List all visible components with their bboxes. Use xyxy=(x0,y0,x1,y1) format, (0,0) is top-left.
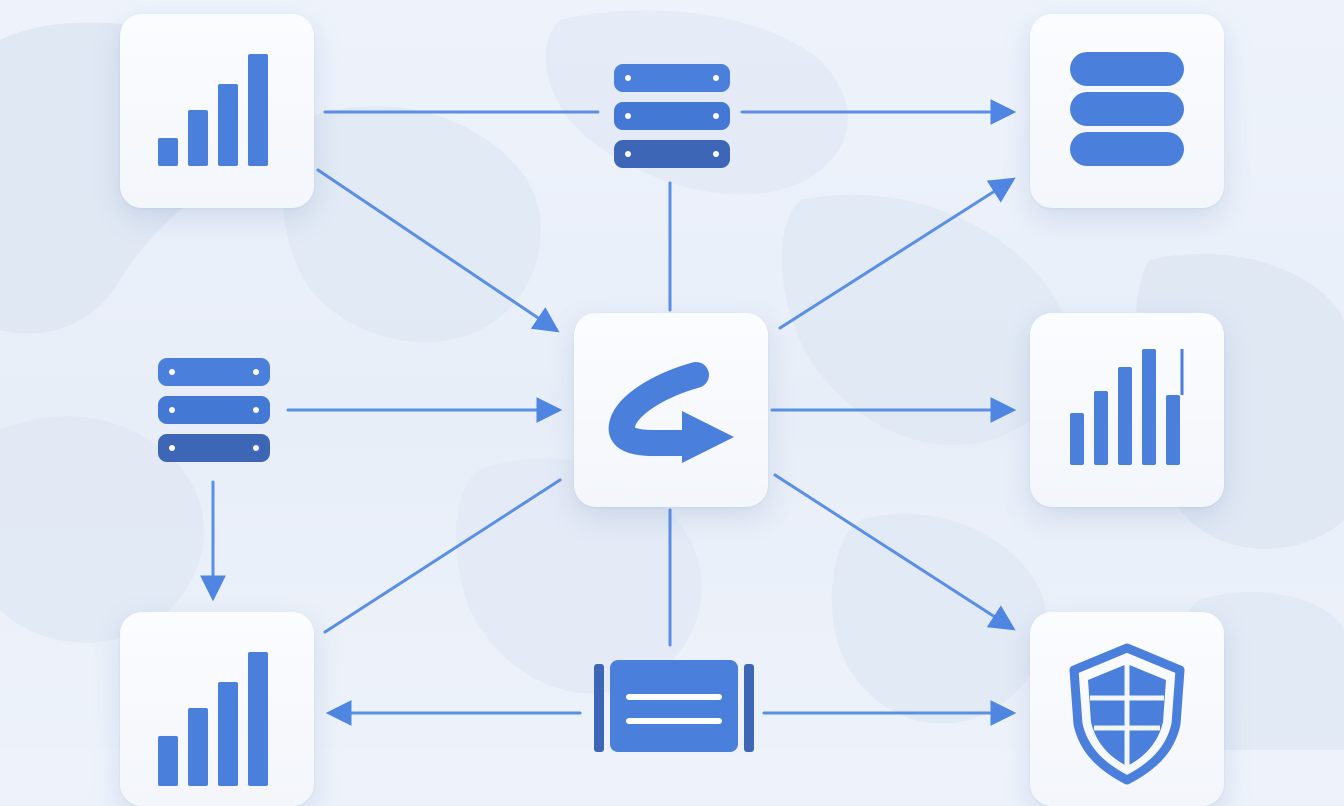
node-signal-card-bottom[interactable] xyxy=(120,612,314,806)
edge-n7-n5 xyxy=(323,478,562,634)
signal-bars-icon xyxy=(158,54,268,166)
connector-layer xyxy=(200,99,1017,726)
edge-n1-n5 xyxy=(316,168,560,333)
node-signal-card[interactable] xyxy=(120,14,314,208)
bar-chart-icon xyxy=(1070,349,1184,465)
node-security-card[interactable] xyxy=(1030,612,1224,806)
node-chart-card[interactable] xyxy=(1030,313,1224,507)
database-icon xyxy=(1070,52,1184,166)
document-list-icon xyxy=(594,660,754,752)
bar-chart-icon xyxy=(158,652,268,786)
curved-arrow-icon xyxy=(608,362,734,463)
edge-n5-n9 xyxy=(773,473,1016,631)
server-stack-icon xyxy=(614,64,730,168)
node-database-card[interactable] xyxy=(1030,14,1224,208)
node-router-card[interactable] xyxy=(574,313,768,507)
shield-icon xyxy=(1069,643,1185,785)
server-stack-icon xyxy=(158,358,270,462)
diagram-canvas xyxy=(0,10,1344,806)
edge-n5-n3 xyxy=(778,177,1016,330)
